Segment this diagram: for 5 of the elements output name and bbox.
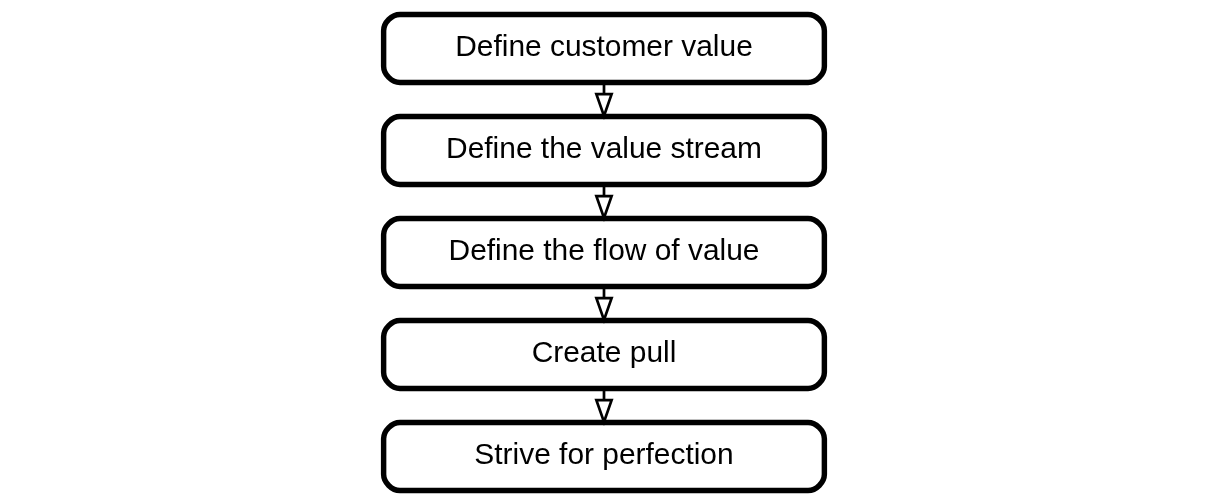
node-box: Define the value stream [380,113,828,187]
node-box: Strive for perfection [380,419,828,493]
node-box: Create pull [380,317,828,391]
node-box: Define customer value [380,11,828,85]
node-box: Define the flow of value [380,215,828,289]
